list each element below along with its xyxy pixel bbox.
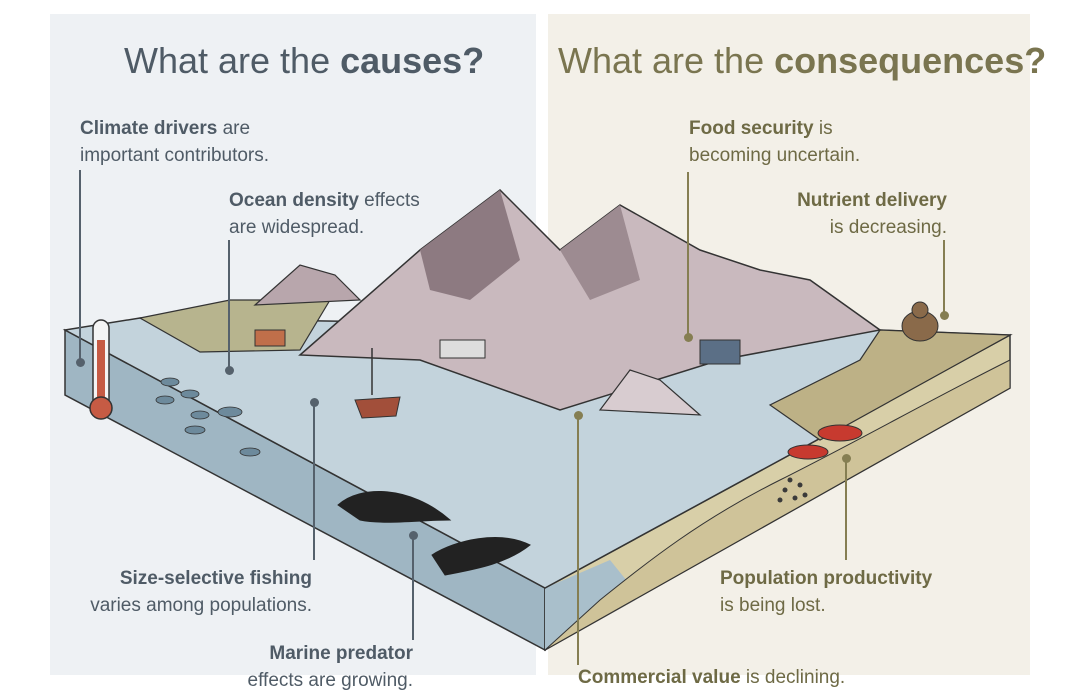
bear-icon	[901, 301, 939, 342]
salmon-icon	[787, 424, 863, 460]
sediment-layer	[544, 359, 1011, 651]
killer-whale-icon	[337, 491, 531, 576]
commercial-pointer-dot	[574, 411, 583, 420]
water-side	[545, 560, 640, 650]
mountain-peak-front	[598, 369, 702, 416]
food-pointer-dot	[684, 333, 693, 342]
fish-school	[155, 377, 261, 457]
cannery-building	[439, 339, 486, 359]
commercial-value-label: Commercial value is declining.	[578, 667, 846, 688]
nutrient-pointer-dot	[940, 311, 949, 320]
nutrient-delivery-label: Nutrient delivery is decreasing.	[797, 190, 947, 238]
causes-heading: What are the causes?	[124, 40, 485, 81]
food-security-label: Food security is becoming uncertain.	[689, 118, 861, 166]
ocean-pointer-dot	[225, 366, 234, 375]
climate-drivers-label: Climate drivers are important contributo…	[80, 118, 270, 166]
fishing-pointer-dot	[310, 398, 319, 407]
consequences-heading: What are the consequences?	[558, 40, 1047, 81]
thermometer-icon	[89, 319, 113, 420]
shore-land	[768, 329, 1013, 441]
fishing-boat-icon	[354, 348, 401, 419]
population-pointer-dot	[842, 454, 851, 463]
climate-pointer-dot	[76, 358, 85, 367]
cause-leader-lines	[79, 170, 414, 640]
size-selective-fishing-label: Size-selective fishing varies among popu…	[90, 568, 312, 616]
population-productivity-label: Population productivity is being lost.	[720, 568, 933, 616]
ocean-density-label: Ocean density effects are widespread.	[229, 190, 420, 238]
processing-building	[699, 339, 741, 365]
marine-predator-label: Marine predator effects are growing.	[247, 643, 413, 691]
farm-building	[254, 329, 286, 347]
mountain-back-left	[253, 264, 362, 306]
predator-pointer-dot	[409, 531, 418, 540]
mountain-shadow	[420, 190, 520, 300]
ecosystem-illustration	[62, 170, 1013, 665]
consequence-leader-lines	[577, 172, 945, 665]
mountain-shadow-2	[560, 205, 640, 300]
salmon-eggs	[777, 477, 808, 503]
